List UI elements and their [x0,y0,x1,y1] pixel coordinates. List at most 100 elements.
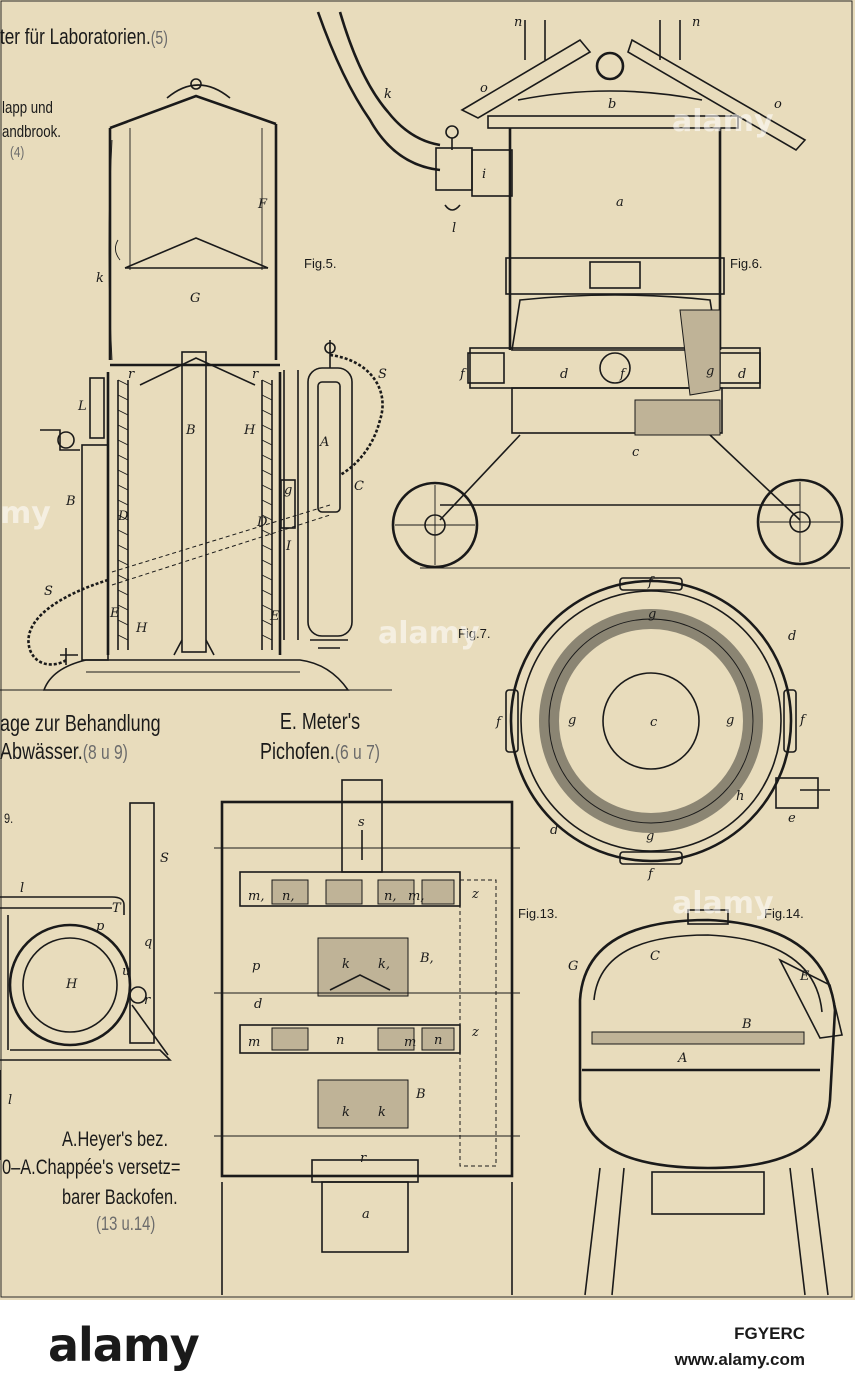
fig14-letters: G C E B A [568,949,810,1066]
part-letter: e [788,811,796,826]
part-letter: a [616,195,624,210]
part-letter: b [608,97,616,112]
fig9-letters: S l T p q H u r l [8,851,169,1108]
plate: Fig.5. Fig.6. Fig.7. Fig.13. Fig.14. k F… [0,0,855,1300]
part-letter: d [550,823,558,838]
watermark: alamy [672,886,774,921]
part-letter: l [8,1093,12,1108]
caption-heyer-line1: A.Heyer's bez. [62,1128,169,1151]
part-letter: S [378,367,387,382]
part-letter: f [619,367,627,382]
part-letter: k [384,87,392,102]
part-letter: G [190,291,200,306]
caption-fig9: 9. [4,810,14,826]
part-letter: a [362,1207,370,1222]
caption-meter-line1: E. Meter's [279,708,361,734]
fig5-drawing [27,78,384,691]
part-letter: h [736,789,744,804]
part-letter: m [248,1035,260,1050]
part-letter: H [243,423,256,438]
part-letter: n [514,15,522,30]
caption-klapp-ref: (4) [10,144,25,161]
part-letter: B [741,1017,752,1032]
caption-abw-line2: Abwässer.(8 u 9) [0,738,128,764]
fig5-label: Fig.5. [304,256,337,271]
part-letter: H [135,621,148,636]
part-letter: g [648,607,656,622]
part-letter: f [459,367,467,382]
watermark: my [0,496,51,531]
part-letter: o [480,81,488,96]
part-letter: g [284,483,292,498]
fig14-drawing [578,909,843,1296]
part-letter: p [252,959,261,974]
footer: alamy FGYERC www.alamy.com [0,1300,855,1390]
watermark: alamy [378,616,480,651]
part-letter: d [254,997,262,1012]
site-url[interactable]: www.alamy.com [674,1350,805,1369]
part-letter: d [738,367,746,382]
part-letter: f [799,713,807,728]
watermark: alamy [300,480,402,515]
part-letter: n [692,15,700,30]
part-letter: r [128,367,135,382]
part-letter: u [122,964,130,979]
part-letter: k [342,1105,350,1120]
part-letter: k [342,957,350,972]
part-letter: C [354,479,364,494]
part-letter: f [647,575,655,590]
caption-heyer-ref: (13 u.14) [96,1214,156,1235]
part-letter: r [252,367,259,382]
part-letter: r [144,993,151,1008]
part-letter: o [774,97,782,112]
fig7-drawing [505,577,830,865]
part-letter: g [646,829,654,844]
part-letter: A [677,1051,687,1066]
part-letter: i [482,167,486,182]
watermark: alamy [672,104,774,139]
part-letter: r [360,1151,367,1166]
part-letter: T [112,901,122,916]
fig13-label: Fig.13. [518,906,558,921]
caption-heyer-line3: barer Backofen. [62,1186,178,1209]
part-letter: G [568,959,578,974]
watermark: alamy [100,24,202,59]
part-letter: B [415,1087,426,1102]
alamy-logo[interactable]: alamy [48,1318,200,1372]
part-letter: B, [419,951,434,966]
part-letter: A [319,435,329,450]
caption-klapp-line2: andbrook. [2,122,61,141]
part-letter: g [726,713,734,728]
part-letter: m [404,1035,416,1050]
part-letter: f [647,867,655,882]
caption-abw-line1: age zur Behandlung [0,710,161,736]
part-letter: S [160,851,169,866]
part-letter: D [117,509,129,524]
part-letter: D [256,515,268,530]
fig5-letters: k F G r r L B H A S C B D D g I S E E H [44,197,387,636]
part-letter: z [471,887,479,902]
part-letter: C [650,949,660,964]
part-letter: d [560,367,568,382]
fig13-drawing [214,779,520,1295]
part-letter: c [650,715,658,730]
part-letter: S [44,584,53,599]
part-letter: g [568,713,576,728]
part-letter: m, [248,889,264,904]
part-letter: n [434,1033,442,1048]
part-letter: l [20,881,24,896]
part-letter: l [452,221,456,236]
fig14-label: Fig.14. [764,906,804,921]
part-letter: q [144,935,152,950]
part-letter: L [77,399,87,414]
part-letter: E [799,969,810,984]
part-letter: E [109,606,120,621]
part-letter: F [257,197,268,212]
fig9-drawing [0,802,172,1160]
fig6-letters: k n n o o b i a l d f f g d c [384,15,782,460]
part-letter: n, [282,889,295,904]
caption-heyer-line2: 0–A.Chappée's versetz= [2,1156,181,1179]
part-letter: B [185,423,196,438]
engraving: Fig.5. Fig.6. Fig.7. Fig.13. Fig.14. k F… [0,0,853,1298]
part-letter: p [96,919,105,934]
